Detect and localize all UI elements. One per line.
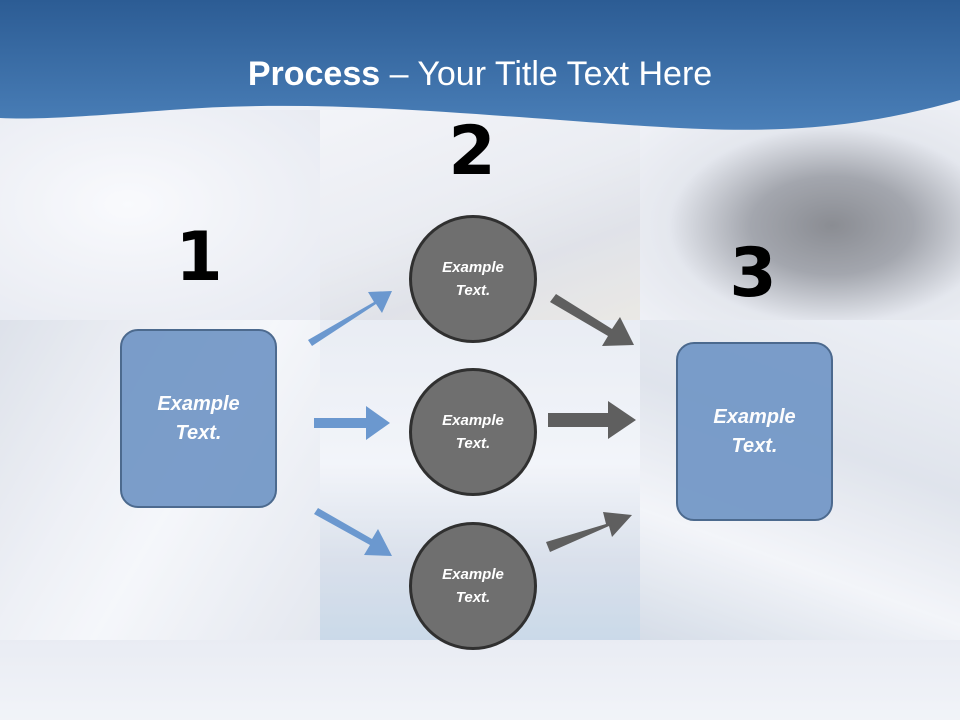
middle-circle-line-1: Example	[442, 412, 504, 429]
arrow-from-middle-circle	[548, 401, 636, 439]
top-circle-line-2: Text.	[455, 282, 491, 299]
arrow-to-middle-circle	[314, 406, 390, 440]
bottom-circle-line-1: Example	[442, 566, 504, 583]
slide-title: Process – Your Title Text Here	[0, 52, 960, 96]
title-rest: – Your Title Text Here	[380, 55, 713, 93]
left-process-box: Example Text.	[120, 329, 277, 508]
title-bold: Process	[247, 55, 381, 93]
middle-circle-line-2: Text.	[455, 435, 491, 452]
top-circle-line-1: Example	[442, 259, 504, 276]
photo-black-mouse	[640, 110, 960, 320]
photo-bottom-strip	[0, 640, 960, 720]
header-banner	[0, 0, 960, 130]
step-number-3: 3	[729, 234, 777, 313]
arrow-from-bottom-circle	[546, 512, 632, 552]
step-number-2: 2	[448, 112, 496, 191]
photo-white-mice	[0, 110, 320, 320]
right-box-line-1: Example	[713, 405, 796, 428]
middle-process-circle: Example Text.	[409, 368, 537, 496]
top-process-circle: Example Text.	[409, 215, 537, 343]
arrow-from-top-circle	[550, 294, 634, 346]
bottom-circle-line-2: Text.	[455, 589, 491, 606]
bottom-process-circle: Example Text.	[409, 522, 537, 650]
left-box-line-2: Text.	[175, 421, 222, 444]
arrow-to-bottom-circle	[314, 508, 392, 556]
left-box-line-1: Example	[157, 392, 240, 415]
right-box-line-2: Text.	[731, 434, 778, 457]
arrow-to-top-circle	[308, 291, 392, 346]
right-process-box: Example Text.	[676, 342, 833, 521]
step-number-1: 1	[175, 218, 223, 297]
